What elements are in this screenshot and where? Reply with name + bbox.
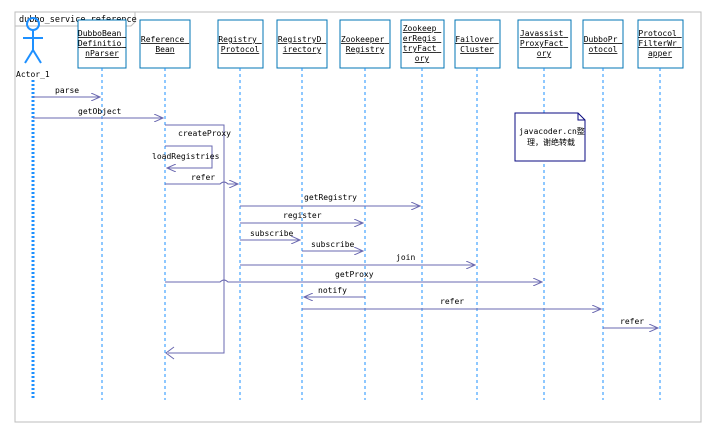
lifeline-head-refbean xyxy=(139,19,191,69)
lifeline-label-line: Registry xyxy=(346,45,385,54)
lifeline-parser: DubboBean Definitio nParser xyxy=(77,19,127,69)
note-line-1: javacoder.cn整 xyxy=(519,126,585,136)
lifeline-refbean: Reference Bean xyxy=(139,19,191,69)
msg-create-proxy: createProxy xyxy=(178,129,231,138)
msg-subscribe-directory: subscribe xyxy=(250,229,294,238)
lifeline-zkreg: Zookeeper Registry xyxy=(339,19,391,69)
lifeline-label-line: Zookeep xyxy=(403,24,437,33)
lifeline-dubboproto: DubboPr otocol xyxy=(582,19,624,69)
lifeline-filterwrap: Protocol FilterWr apper xyxy=(637,19,684,69)
lifeline-label-line: Protocol xyxy=(221,45,260,54)
msg-join: join xyxy=(396,253,415,262)
msg-get-object: getObject xyxy=(78,107,122,116)
get-proxy-line xyxy=(165,280,542,282)
msg-register: register xyxy=(283,211,322,220)
lifeline-zkfactory: Zookeep erRegis tryFact ory xyxy=(400,19,445,69)
msg-notify: notify xyxy=(318,286,347,295)
lifeline-label-refbean: Reference Bean xyxy=(141,35,189,54)
lifeline-label-line: Cluster xyxy=(460,45,494,54)
lifeline-label-line: DubboBean xyxy=(78,29,122,38)
load-registries-loop xyxy=(165,145,213,168)
msg-subscribe-registry: subscribe xyxy=(311,240,355,249)
lifeline-label-line: RegistryD xyxy=(278,35,322,44)
lifeline-label-regproto: Registry Protocol xyxy=(218,35,261,54)
lifeline-label-line: Registry xyxy=(218,35,257,44)
lifeline-head-dubboproto xyxy=(582,19,624,69)
refer-to-registry-protocol-line xyxy=(165,182,238,184)
lifeline-regdir: RegistryD irectory xyxy=(276,19,328,69)
msg-load-registries: loadRegistries xyxy=(152,152,220,161)
lifeline-label-zkreg: Zookeeper Registry xyxy=(341,35,389,54)
msg-get-proxy: getProxy xyxy=(335,270,374,279)
lifeline-label-line: FilterWr xyxy=(638,39,677,48)
lifeline-label-line: erRegis xyxy=(403,34,437,43)
lifeline-head-zkfactory xyxy=(400,19,445,69)
lifeline-head-regproto xyxy=(217,19,264,69)
lifeline-label-regdir: RegistryD irectory xyxy=(278,35,326,54)
note-box xyxy=(514,112,586,162)
lifeline-label-line: Failover xyxy=(455,35,494,44)
lifeline-label-filterwrap: Protocol FilterWr apper xyxy=(638,29,681,58)
lifeline-label-line: irectory xyxy=(283,45,322,54)
lifeline-label-line: Protocol xyxy=(638,29,677,38)
lifeline-label-line: Bean xyxy=(155,45,174,54)
actor-leg-right xyxy=(32,49,42,64)
lifeline-label-zkfactory: Zookeep erRegis tryFact ory xyxy=(403,24,442,63)
lifeline-head-failover xyxy=(454,19,501,69)
diagram-frame xyxy=(14,11,702,423)
lifeline-label-line: ProxyFact xyxy=(520,39,564,48)
msg-parse: parse xyxy=(55,86,79,95)
lifeline-label-line: ory xyxy=(415,54,430,63)
create-proxy-return-arrow xyxy=(165,346,175,360)
lifeline-label-line: Zookeeper xyxy=(341,35,385,44)
lifeline-failover: Failover Cluster xyxy=(454,19,501,69)
lifeline-label-line: Definitio xyxy=(78,39,122,48)
lifeline-head-zkreg xyxy=(339,19,391,69)
lifeline-head-jsproxy xyxy=(517,19,572,69)
actor-label: Actor_1 xyxy=(16,70,50,79)
lifeline-label-line: Javassist xyxy=(520,29,564,38)
actor-1: Actor_1 xyxy=(16,17,50,79)
msg-refer-dubbo-protocol: refer xyxy=(440,297,464,306)
lifeline-label-line: tryFact xyxy=(403,44,437,53)
lifeline-label-line: nParser xyxy=(85,49,119,58)
lifeline-label-jsproxy: Javassist ProxyFact ory xyxy=(520,29,568,58)
lifeline-label-parser: DubboBean Definitio nParser xyxy=(78,29,126,58)
msg-refer-registry-protocol: refer xyxy=(191,173,215,182)
lifeline-head-regdir xyxy=(276,19,328,69)
create-proxy-frame xyxy=(165,124,225,354)
lifeline-label-line: DubboPr xyxy=(584,35,618,44)
lifeline-label-line: Reference xyxy=(141,35,185,44)
lifeline-label-line: apper xyxy=(648,49,672,58)
note-fold xyxy=(577,113,585,121)
lifeline-label-line: otocol xyxy=(589,45,618,54)
lifeline-label-dubboproto: DubboPr otocol xyxy=(584,35,623,54)
lifeline-label-failover: Failover Cluster xyxy=(455,35,498,54)
note-line-2: 理，谢绝转载 xyxy=(527,137,575,147)
lifeline-label-line: ory xyxy=(537,49,552,58)
lifeline-jsproxy: Javassist ProxyFact ory xyxy=(517,19,572,69)
lifeline-regproto: Registry Protocol xyxy=(217,19,264,69)
msg-get-registry: getRegistry xyxy=(304,193,357,202)
actor-leg-left xyxy=(24,49,34,64)
msg-refer-filter-wrapper: refer xyxy=(620,317,644,326)
